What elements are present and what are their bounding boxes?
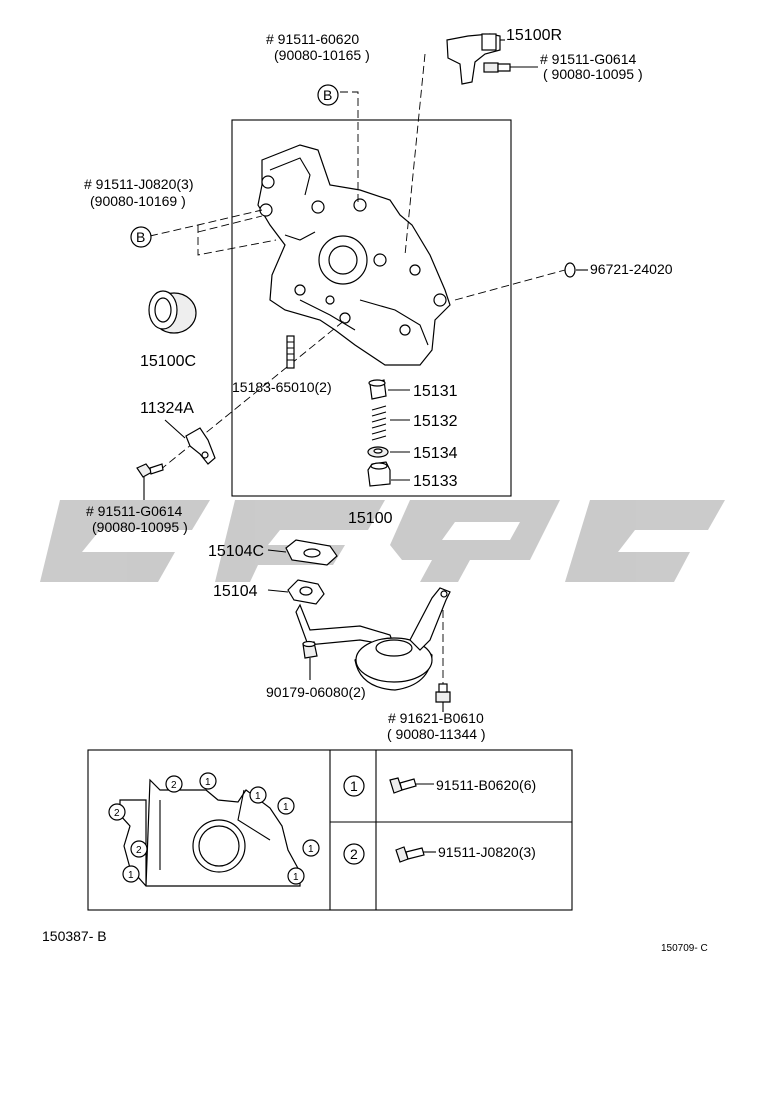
callout-b-top: B [323,87,332,103]
legend-row2-circle [343,843,365,865]
label-15133: 15133 [413,473,458,490]
o-ring-96721-24020 [564,262,576,278]
oil-strainer-15104 [287,579,451,691]
ref-1-e: 1 [128,870,134,881]
legend-row1-circle [343,775,365,797]
label-90080-10095-top: ( 90080-10095 ) [543,66,643,82]
label-15131: 15131 [413,383,458,400]
label-15100C: 15100C [140,353,196,370]
label-15134: 15134 [413,445,458,462]
mini-view-refs: 2 2 1 1 1 2 1 1 1 [108,772,320,885]
brand-logo-watermark [40,500,725,582]
label-90080-10095-bottom: (90080-10095 ) [92,519,188,535]
oil-pump-body [257,144,451,366]
bolt-icon-row1 [389,777,434,794]
leader-lines [149,53,566,695]
bolt-91621-B0610 [435,683,451,712]
ref-1-a: 1 [205,777,211,788]
legend-row1-num: 1 [350,778,358,794]
ref-2-b: 2 [171,780,177,791]
ref-1-b: 1 [255,791,261,802]
assembly-frame [231,119,512,497]
ref-2-a: 2 [114,808,120,819]
oil-seal-15100C [148,290,197,334]
bolt-legend-table [87,749,573,911]
ref-1-f: 1 [293,872,299,883]
bolt-91511-G0614-top [483,62,538,73]
ref-1-d: 1 [308,844,314,855]
label-15104: 15104 [213,583,258,600]
bracket-11324A [185,427,216,465]
sensor-15100R [446,33,505,85]
label-11324A: 11324A [140,400,194,417]
bolt-icon-row2 [395,846,436,863]
label-91511-60620: # 91511-60620 [266,31,359,47]
footer-left-code: 150387- B [42,928,107,944]
label-15132: 15132 [413,413,458,430]
label-91511-J0820: # 91511-J0820(3) [84,176,193,192]
ref-1-c: 1 [283,802,289,813]
label-90179-06080: 90179-06080(2) [266,684,366,700]
label-90080-11344: ( 90080-11344 ) [387,726,486,742]
relief-valve-parts [367,379,410,487]
legend-row2-part: 91511-J0820(3) [438,844,536,860]
nut-90179-06080 [302,640,318,680]
ref-2-c: 2 [136,845,142,856]
label-91511-G0614-top: # 91511-G0614 [540,51,636,67]
label-90080-10165: (90080-10165 ) [274,47,370,63]
label-15100: 15100 [348,510,393,527]
callout-circle-b-top [317,84,339,106]
legend-row1-part: 91511-B0620(6) [436,777,536,793]
label-15100R: 15100R [506,27,562,44]
label-90080-10169: (90080-10169 ) [90,193,186,209]
bolt-91511-G0614-bottom [136,463,164,500]
timing-cover-outline [119,778,301,887]
callout-circle-b-left [130,226,152,248]
stud-15183-65010 [286,335,295,369]
label-15104C: 15104C [208,543,264,560]
label-91511-G0614-bottom: # 91511-G0614 [86,503,182,519]
label-96721-24020: 96721-24020 [590,261,673,277]
legend-row2-num: 2 [350,846,358,862]
callout-b-left: B [136,229,145,245]
label-91621-B0610: # 91621-B0610 [388,710,484,726]
footer-right-code: 150709- C [661,943,708,954]
gasket-15104C [285,539,338,566]
label-15183-65010: 15183-65010(2) [232,379,332,395]
